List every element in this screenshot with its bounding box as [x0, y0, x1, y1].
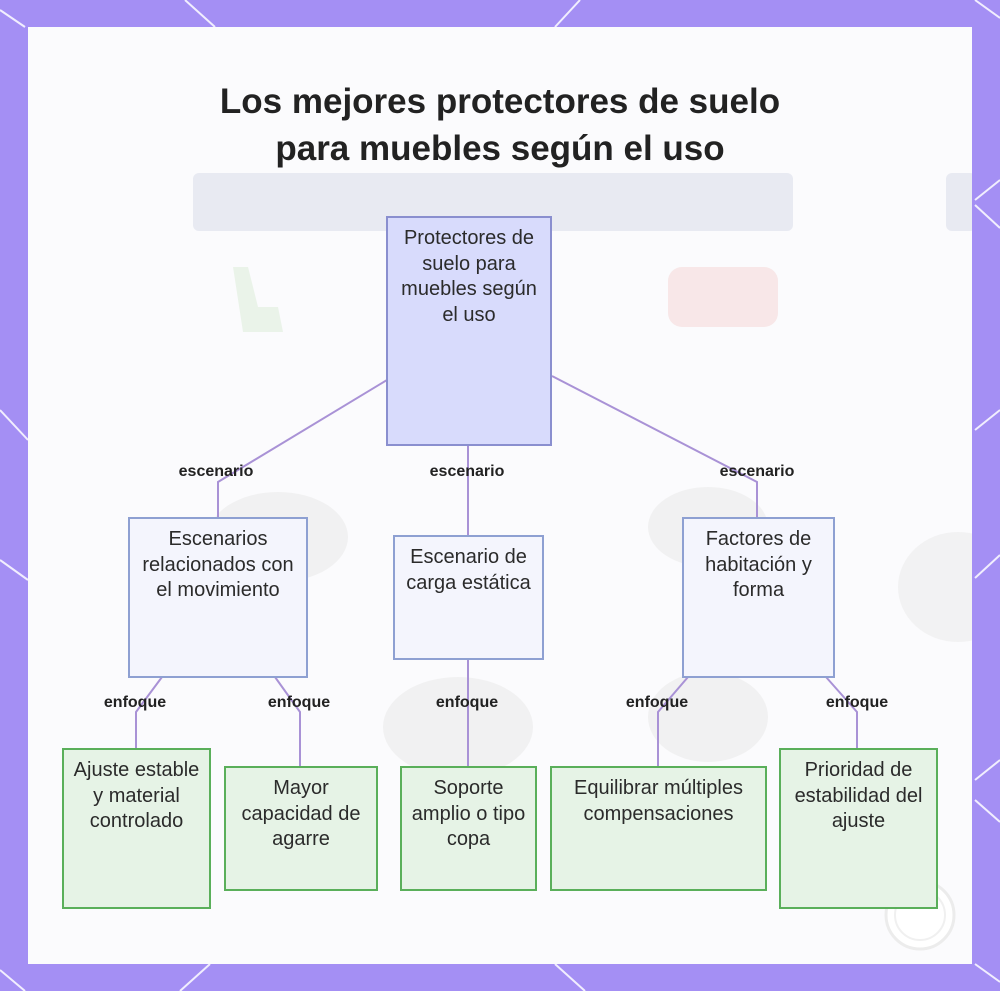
- edge-label-scenario-0: escenario: [178, 463, 254, 480]
- edge-mid0-leaf-1: [274, 676, 301, 766]
- node-stability-priority: Prioridad de estabilidad del ajuste: [779, 748, 938, 909]
- node-balance-tradeoffs: Equilibrar múltiples compensaciones: [550, 766, 767, 891]
- node-root: Protectores de suelo para muebles según …: [386, 216, 552, 446]
- node-label: Escenarios relacionados con el movimient…: [142, 528, 294, 601]
- node-more-grip: Mayor capacidad de agarre: [224, 766, 378, 891]
- edge-label-focus-3: enfoque: [625, 694, 689, 711]
- edge-mid2-leaf-4: [825, 676, 858, 748]
- node-stable-fit: Ajuste estable y material controlado: [62, 748, 211, 909]
- edge-mid2-leaf-3: [657, 676, 689, 766]
- edge-root-mid-0: [217, 379, 388, 518]
- node-label: Soporte amplio o tipo copa: [411, 777, 526, 850]
- edge-label-scenario-2: escenario: [719, 463, 795, 480]
- node-label: Equilibrar múltiples compensaciones: [574, 777, 743, 825]
- edge-mid0-leaf-0: [135, 676, 163, 748]
- node-wide-support: Soporte amplio o tipo copa: [400, 766, 537, 891]
- node-root-label: Protectores de suelo para muebles según …: [401, 227, 537, 326]
- node-movement-scenarios: Escenarios relacionados con el movimient…: [128, 517, 308, 678]
- node-label: Ajuste estable y material controlado: [73, 759, 200, 832]
- edge-label-focus-1: enfoque: [267, 694, 331, 711]
- edge-label-focus-0: enfoque: [103, 694, 167, 711]
- edge-label-scenario-1: escenario: [429, 463, 505, 480]
- title-line-2: para muebles según el uso: [275, 129, 725, 168]
- edge-label-focus-4: enfoque: [825, 694, 889, 711]
- node-label: Factores de habitación y forma: [705, 528, 812, 601]
- title-line-1: Los mejores protectores de suelo: [219, 82, 781, 121]
- node-label: Escenario de carga estática: [406, 546, 531, 594]
- page-title: Los mejores protectores de suelo para mu…: [0, 78, 1000, 172]
- node-label: Mayor capacidad de agarre: [241, 777, 361, 850]
- node-room-shape-factors: Factores de habitación y forma: [682, 517, 835, 678]
- node-static-load: Escenario de carga estática: [393, 535, 544, 660]
- edge-root-mid-2: [551, 375, 758, 518]
- node-label: Prioridad de estabilidad del ajuste: [794, 759, 923, 832]
- edge-label-focus-2: enfoque: [435, 694, 499, 711]
